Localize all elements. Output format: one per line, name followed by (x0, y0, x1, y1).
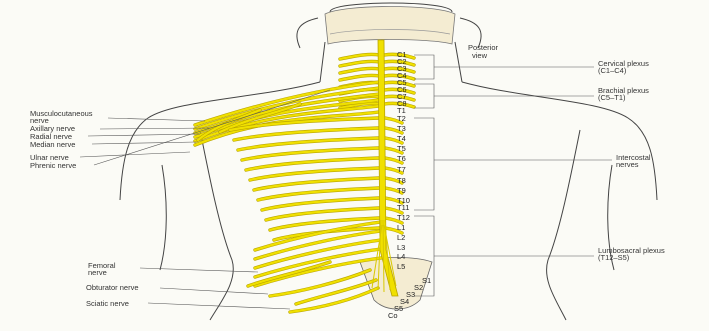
segment-label-t12: T12 (397, 213, 410, 222)
nerve-branch (296, 280, 376, 304)
segment-label-t2: T2 (397, 114, 406, 123)
obturator-leader-line (160, 288, 268, 294)
segment-label-l3: L3 (397, 243, 405, 252)
sciatic-label: Sciatic nerve (86, 299, 129, 308)
lumbosacral-label-line2: (T12–S5) (598, 253, 630, 262)
phrenic-label: Phrenic nerve (30, 161, 76, 170)
segment-label-t9: T9 (397, 186, 406, 195)
intercostal-bracket (414, 118, 434, 210)
segment-label-t8: T8 (397, 176, 406, 185)
right-labels: Cervical plexus(C1–C4)Brachial plexus(C5… (414, 55, 665, 296)
sciatic-leader-line (148, 303, 290, 309)
radial-leader-line (88, 134, 200, 136)
cervical-plexus-bracket (414, 55, 434, 79)
segment-label-t11: T11 (397, 203, 409, 212)
segment-label-l2: L2 (397, 233, 405, 242)
segment-label-t3: T3 (397, 124, 406, 133)
median-leader-line (92, 142, 196, 144)
segment-label-co: Co (388, 311, 398, 320)
segment-label-t5: T5 (397, 144, 406, 153)
segment-label-l1: L1 (397, 223, 405, 232)
skull-base (325, 7, 455, 45)
view-label-line2: view (472, 51, 488, 60)
ulnar-leader-line (80, 152, 190, 157)
brachial-plexus-label-line2: (C5–T1) (598, 93, 626, 102)
segment-label-l4: L4 (397, 252, 405, 261)
femoral-label-line2: nerve (88, 268, 107, 277)
nerve-branch-outline (255, 222, 381, 250)
segment-label-s1: S1 (422, 276, 431, 285)
segment-label-t7: T7 (397, 165, 406, 174)
segment-label-l5: L5 (397, 262, 405, 271)
musculocutaneous-leader-line (108, 118, 205, 121)
brachial-plexus-bracket (414, 84, 434, 108)
segment-label-t6: T6 (397, 154, 406, 163)
segment-label-t4: T4 (397, 134, 406, 143)
femoral-leader-line (140, 268, 258, 272)
median-label: Median nerve (30, 140, 75, 149)
obturator-label: Obturator nerve (86, 283, 139, 292)
cervical-plexus-label-line2: (C1–C4) (598, 66, 627, 75)
segment-label-s2: S2 (414, 283, 423, 292)
intercostal-label-line2: nerves (616, 160, 639, 169)
